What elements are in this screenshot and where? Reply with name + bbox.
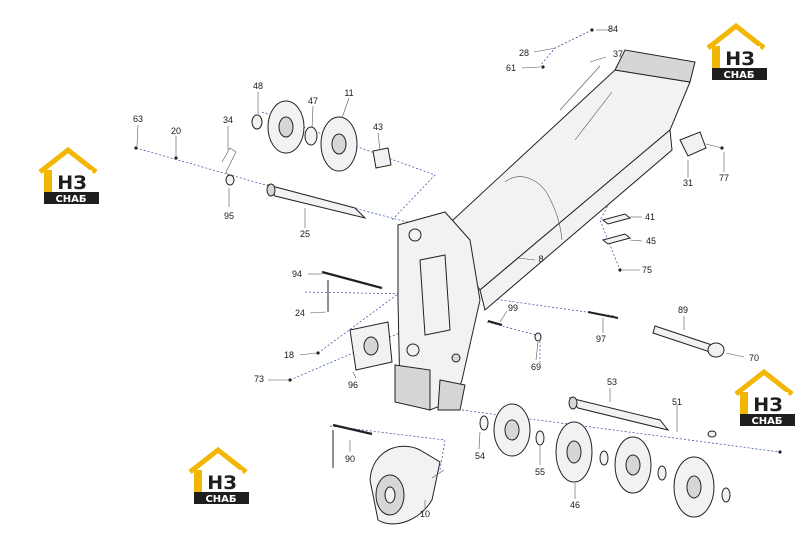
callout-10: 10: [420, 509, 430, 519]
callout-41: 41: [645, 212, 655, 222]
pin-53: [568, 396, 670, 431]
sheave-lower-4: [673, 456, 715, 518]
sheave-lower-1: [493, 403, 531, 457]
pin-90: [332, 423, 373, 468]
washer-54: [479, 415, 489, 431]
fasteners: [134, 28, 782, 454]
bushing-43: [372, 147, 392, 169]
callout-51: 51: [672, 397, 682, 407]
callout-48: 48: [253, 81, 263, 91]
logo-word: СНАБ: [205, 494, 236, 505]
callout-73: 73: [254, 374, 264, 384]
callout-63: 63: [133, 114, 143, 124]
base-frame: [394, 211, 481, 411]
sheave-46: [555, 421, 593, 483]
logo-word: СНАБ: [723, 70, 754, 81]
callout-97: 97: [596, 334, 606, 344]
callout-54: 54: [475, 451, 485, 461]
callout-34: 34: [223, 115, 233, 125]
hook-block-10: [369, 445, 445, 525]
pin-94: [321, 270, 383, 290]
leader-lines: [136, 29, 745, 508]
sheave-47: [304, 126, 318, 146]
callout-53: 53: [607, 377, 617, 387]
callout-90: 90: [345, 454, 355, 464]
pin-25: [266, 183, 367, 219]
callout-70: 70: [749, 353, 759, 363]
callout-31: 31: [683, 178, 693, 188]
boom-section: [439, 49, 696, 311]
logo-letters: НЗ: [753, 394, 782, 416]
callout-8: 8: [538, 254, 543, 264]
callout-89: 89: [678, 305, 688, 315]
logo-word: СНАБ: [55, 194, 86, 205]
washer-right: [657, 465, 667, 481]
callout-75: 75: [642, 265, 652, 275]
bolt-99: [487, 319, 503, 327]
callout-77: 77: [719, 173, 729, 183]
callout-61: 61: [506, 63, 516, 73]
nut-69: [534, 332, 542, 342]
washer-mid: [599, 450, 609, 466]
callout-24: 24: [295, 308, 305, 318]
callout-55: 55: [535, 467, 545, 477]
callout-11: 11: [344, 88, 353, 98]
logo-letters: НЗ: [725, 48, 754, 70]
plate-96: [349, 321, 393, 371]
callout-20: 20: [171, 126, 181, 136]
sheave-11: [320, 116, 358, 172]
logo-letters: НЗ: [207, 472, 236, 494]
washer-end: [721, 487, 731, 503]
callout-45: 45: [646, 236, 656, 246]
callout-47: 47: [308, 96, 318, 106]
callout-94: 94: [292, 269, 302, 279]
logo-letters: НЗ: [57, 172, 86, 194]
plate-45: [601, 233, 632, 245]
washer-55: [535, 430, 545, 446]
sheave-48: [251, 114, 263, 130]
callout-18: 18: [284, 350, 294, 360]
callout-37: 37: [613, 49, 623, 59]
callout-labels: 84 28 37 61 48 11 47 43 63 20 34 95 31 77 25 41 45 75 8 94 2…: [133, 24, 759, 519]
sheave-large-left: [267, 100, 305, 154]
callout-99: 99: [508, 303, 518, 313]
plate-41: [601, 213, 632, 225]
callout-84: 84: [608, 24, 618, 34]
bolt-97: [587, 311, 619, 319]
end-bracket: [679, 131, 723, 157]
logo-word: СНАБ: [751, 416, 782, 427]
callout-25: 25: [300, 229, 310, 239]
sheave-lower-3: [614, 436, 652, 494]
callout-28: 28: [519, 48, 529, 58]
collar-51: [707, 430, 717, 438]
callout-46: 46: [570, 500, 580, 510]
pin-89: [652, 325, 725, 358]
clip-34: [221, 147, 237, 186]
callout-95: 95: [224, 211, 234, 221]
callout-43: 43: [373, 122, 383, 132]
callout-96: 96: [348, 380, 358, 390]
callout-69: 69: [531, 362, 541, 372]
